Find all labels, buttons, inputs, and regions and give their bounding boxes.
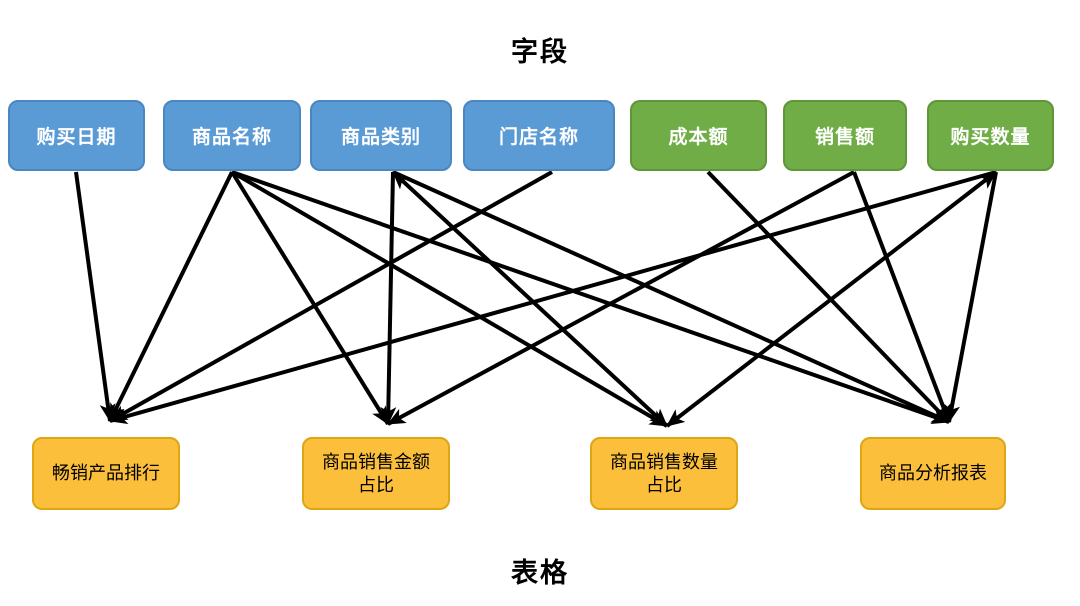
field-node-cost-amount: 成本额 (630, 100, 767, 171)
field-label: 门店名称 (498, 127, 579, 148)
arrow-product-name-to-best-seller-ranking (108, 171, 234, 422)
field-label: 成本额 (668, 127, 729, 148)
field-label: 购买数量 (950, 127, 1031, 148)
arrow-sales-amount-to-sales-amount-share (387, 170, 855, 426)
field-node-purchase-date: 购买日期 (8, 100, 145, 171)
field-label: 商品类别 (340, 127, 421, 148)
arrow-cost-amount-to-product-analysis-report (706, 170, 951, 424)
field-node-store-name: 门店名称 (463, 100, 615, 171)
arrow-store-name-to-best-seller-ranking (109, 170, 553, 423)
table-label: 商品分析报表 (879, 463, 987, 484)
fields-section-title: 字段 (511, 37, 569, 67)
arrow-product-name-to-product-analysis-report (231, 170, 950, 424)
field-label: 销售额 (814, 127, 875, 148)
field-node-sales-amount: 销售额 (783, 100, 907, 171)
tables-section-title: 表格 (511, 558, 569, 588)
arrow-product-category-to-sales-quantity-share (391, 170, 669, 428)
arrow-purchase-quantity-to-product-analysis-report (944, 171, 998, 423)
field-label: 购买日期 (36, 127, 117, 148)
table-node-sales-amount-share: 商品销售金额 占比 (302, 437, 450, 510)
table-node-sales-quantity-share: 商品销售数量 占比 (590, 437, 738, 510)
table-label: 畅销产品排行 (52, 463, 160, 484)
table-node-product-analysis-report: 商品分析报表 (860, 437, 1006, 510)
field-node-purchase-quantity: 购买数量 (927, 100, 1054, 171)
arrow-purchase-date-to-best-seller-ranking (74, 171, 116, 422)
table-label: 商品销售数量 占比 (610, 452, 718, 495)
field-node-product-category: 商品类别 (310, 100, 452, 171)
arrow-product-category-to-sales-amount-share (380, 171, 397, 425)
table-node-best-seller-ranking: 畅销产品排行 (32, 437, 180, 510)
field-label: 商品名称 (191, 127, 272, 148)
arrow-purchase-quantity-to-sales-quantity-share (665, 170, 998, 428)
table-label: 商品销售金额 占比 (322, 452, 430, 495)
arrow-product-name-to-sales-amount-share (230, 170, 390, 426)
field-node-product-name: 商品名称 (163, 100, 301, 171)
